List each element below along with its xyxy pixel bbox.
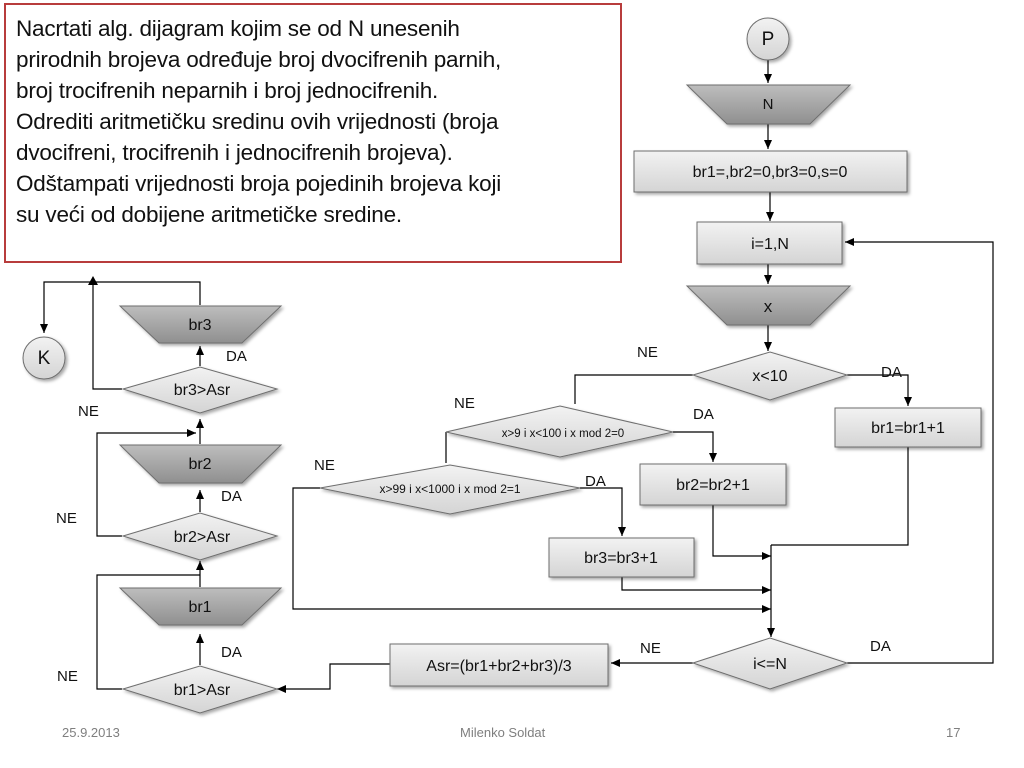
mean-label: Asr=(br1+br2+br3)/3 (426, 658, 572, 675)
arrowhead-up (88, 276, 98, 285)
loop-label: i=1,N (751, 236, 789, 253)
yes-label-cmp1: DA (221, 644, 242, 661)
footer-date: 25.9.2013 (62, 725, 120, 740)
loop-box (696, 221, 843, 265)
yes-label-cond3: DA (585, 473, 606, 490)
mean-box (389, 643, 609, 687)
cmp-br1-label: br1>Asr (174, 682, 231, 699)
edge-cond1-no (574, 374, 693, 404)
edge-br1-merge (771, 447, 909, 546)
no-label-cmp3: NE (78, 403, 99, 420)
start-node (746, 17, 790, 61)
inc-br1-box (834, 407, 982, 448)
loop-cond-label: i<=N (753, 656, 787, 673)
task-box: Nacrtati alg. dijagram kojim se od N une… (4, 3, 622, 263)
labels: P N br1=,br2=0,br3=0,s=0 i=1,N x x<10 x>… (38, 29, 945, 699)
end-node (22, 336, 66, 380)
input-n (685, 84, 852, 125)
input-x-label: x (764, 297, 773, 316)
cond-three-digit-label: x>99 i x<1000 i x mod 2=1 (379, 482, 520, 496)
inc-br3-label: br3=br3+1 (584, 550, 658, 567)
yes-label-loopcond: DA (870, 638, 891, 655)
edge-mean-cmp1 (277, 663, 390, 693)
edge-cmp3-no (92, 278, 122, 390)
inc-br3-box (548, 537, 695, 578)
start-label: P (762, 29, 775, 50)
footer-author: Milenko Soldat (460, 725, 546, 740)
init-label: br1=,br2=0,br3=0,s=0 (693, 164, 848, 181)
output-br1-label: br1 (188, 599, 211, 616)
edge-br2-merge (712, 505, 771, 560)
input-n-label: N (763, 96, 774, 113)
cmp-br2-label: br2>Asr (174, 529, 231, 546)
yes-label-cmp2: DA (221, 488, 242, 505)
edge-cond3-no (292, 487, 771, 613)
loop-cond (691, 637, 849, 690)
no-label-cond3: NE (314, 457, 335, 474)
cond-one-digit (691, 351, 849, 401)
no-label-cond1: NE (637, 344, 658, 361)
shapes (22, 17, 982, 714)
cond-one-digit-label: x<10 (752, 368, 787, 385)
edge-cond1-yes (847, 374, 912, 406)
footer-page-number: 17 (946, 725, 961, 740)
no-label-cmp2: NE (56, 510, 77, 527)
cond-two-digit-label: x>9 i x<100 i x mod 2=0 (502, 428, 624, 440)
inc-br2-label: br2=br2+1 (676, 477, 750, 494)
edge-cmp1-no (96, 574, 200, 690)
edge-loopcond-yes (845, 238, 994, 664)
no-label-cmp1: NE (57, 668, 78, 685)
output-br3-label: br3 (188, 317, 211, 334)
yes-label-cond2: DA (693, 406, 714, 423)
cmp-br3 (121, 366, 279, 414)
input-x (685, 285, 852, 326)
end-label: K (38, 348, 51, 369)
cmp-br3-label: br3>Asr (174, 382, 231, 399)
branch-labels: DA NE DA NE DA NE DA NE DA NE DA NE DA N… (56, 344, 902, 685)
inc-br2-box (639, 463, 787, 506)
init-box (633, 150, 908, 193)
yes-label-cond1: DA (881, 364, 902, 381)
output-br2-label: br2 (188, 456, 211, 473)
task-text: Nacrtati alg. dijagram kojim se od N une… (16, 16, 502, 227)
edge-out3-end (40, 281, 201, 333)
no-label-loopcond: NE (640, 640, 661, 657)
output-br2 (118, 444, 283, 484)
connectors (40, 60, 994, 693)
edge-cond3-yes (580, 487, 626, 536)
cond-two-digit (445, 405, 674, 458)
edge-br3-merge (621, 577, 771, 594)
cmp-br1 (121, 665, 279, 714)
edge-cmp2-no (96, 429, 196, 537)
output-br1 (118, 587, 283, 626)
output-br3 (118, 305, 283, 344)
cmp-br2 (121, 512, 279, 561)
inc-br1-label: br1=br1+1 (871, 420, 945, 437)
cond-three-digit (319, 464, 581, 515)
yes-label-cmp3: DA (226, 348, 247, 365)
no-label-cond2: NE (454, 395, 475, 412)
edge-cond2-yes (673, 431, 717, 462)
